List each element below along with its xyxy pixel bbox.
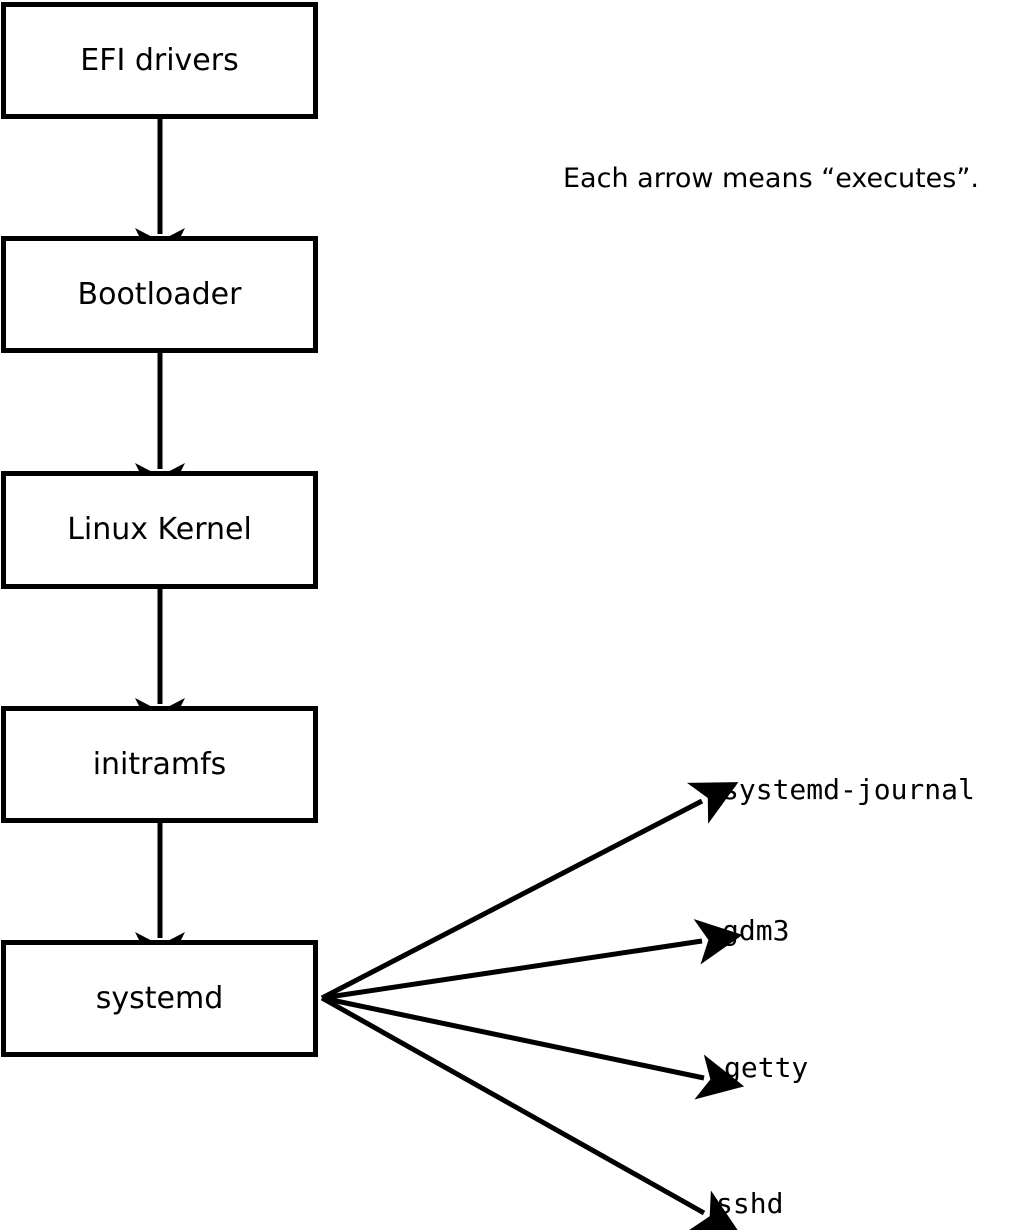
service-label-gdm3[interactable]: gdm3 — [722, 914, 790, 947]
arrow-systemd-to-sshd — [320, 995, 740, 1230]
stage-box-label: EFI drivers — [80, 42, 239, 78]
stage-box-linux-kernel[interactable]: Linux Kernel — [1, 471, 318, 589]
stage-box-label: Linux Kernel — [67, 512, 252, 547]
stage-box-bootloader[interactable]: Bootloader — [1, 236, 318, 353]
stage-box-label: Bootloader — [77, 276, 242, 312]
stage-box-label: systemd — [95, 980, 224, 1016]
service-label-sshd[interactable]: sshd — [716, 1187, 784, 1220]
arrow-systemd-to-gdm3 — [321, 918, 743, 1001]
fanout-arrow-group — [320, 782, 745, 1230]
arrow-systemd-to-systemd-journal — [320, 782, 739, 1001]
stage-box-initramfs[interactable]: initramfs — [1, 706, 318, 823]
stage-box-systemd[interactable]: systemd — [1, 940, 318, 1057]
service-label-systemd-journal[interactable]: systemd-journal — [722, 773, 975, 806]
stage-box-efi-drivers[interactable]: EFI drivers — [1, 2, 318, 119]
legend-note: Each arrow means “executes”. — [563, 163, 979, 194]
stage-box-label: initramfs — [92, 746, 227, 782]
arrow-systemd-to-getty — [321, 995, 745, 1100]
service-label-getty[interactable]: getty — [724, 1051, 809, 1084]
